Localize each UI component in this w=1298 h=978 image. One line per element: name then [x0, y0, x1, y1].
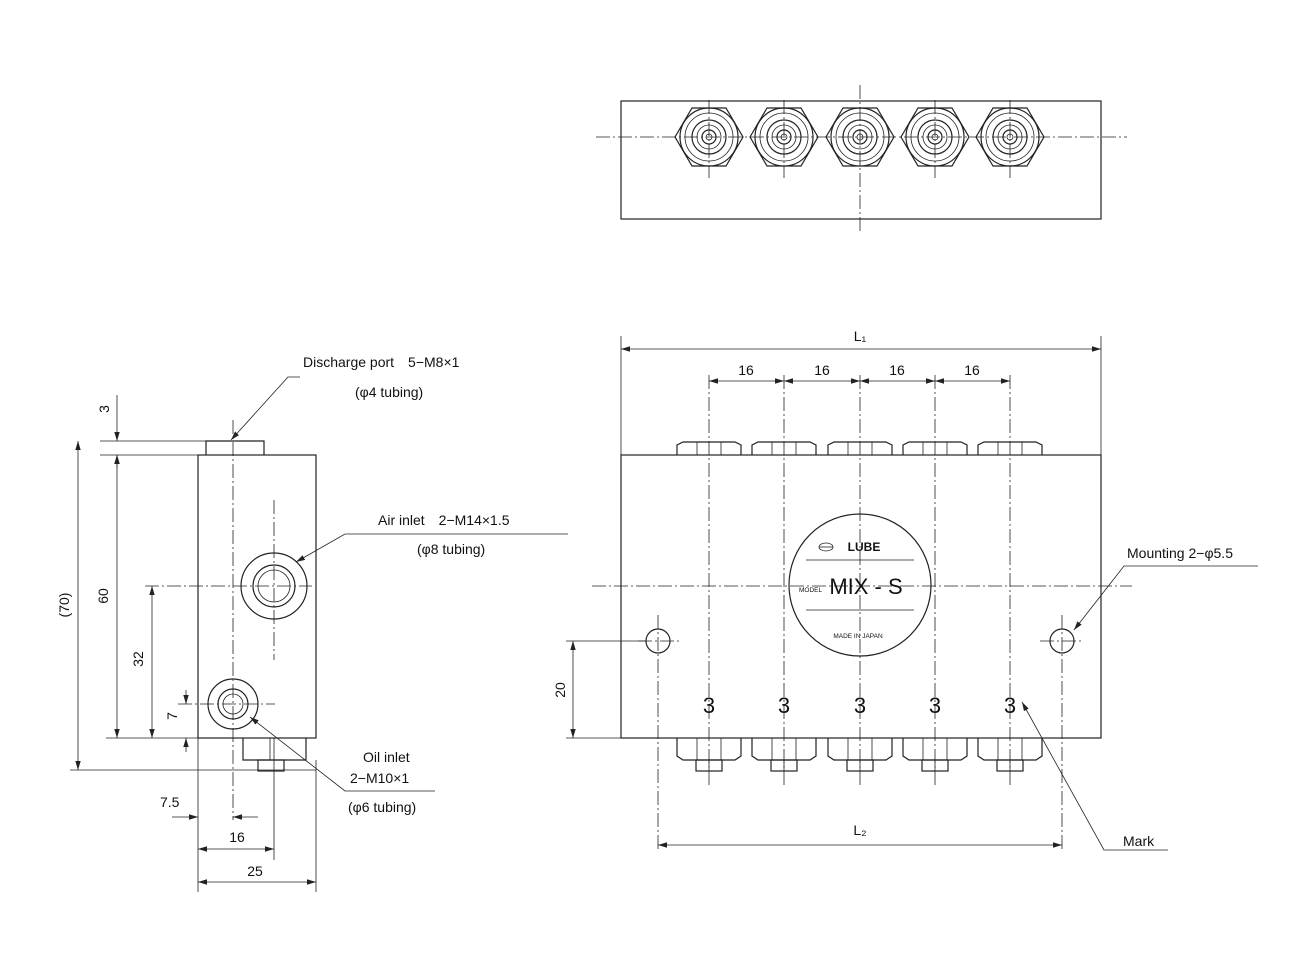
dim-front-L2: L₂ — [853, 822, 866, 838]
side-view — [70, 376, 568, 892]
nameplate-brand: LUBE — [848, 540, 881, 554]
dim-front-pitch-3: 16 — [889, 362, 905, 378]
dim-side-32: 32 — [130, 651, 146, 667]
air-inlet-port — [240, 552, 308, 620]
top-view-body — [620, 100, 1102, 220]
dim-side-70: (70) — [56, 593, 72, 618]
mark-label: Mark — [1123, 833, 1155, 849]
front-view-body — [620, 454, 1102, 739]
port-mark-4: 3 — [929, 693, 941, 718]
top-fitting-2 — [749, 100, 819, 178]
air-inlet-leader — [295, 533, 568, 563]
nameplate-model: MIX - S — [829, 574, 902, 599]
side-view-body — [197, 454, 317, 739]
nameplate-model-label: MODEL — [799, 587, 823, 594]
oil-inlet-thread-label: 2−M10×1 — [350, 770, 409, 786]
mounting-label: Mounting 2−φ5.5 — [1127, 545, 1233, 561]
top-fitting-5 — [975, 100, 1045, 178]
side-bottom-nut — [242, 738, 307, 761]
dim-front-L1: L₁ — [854, 328, 867, 344]
oil-inlet-leader — [249, 716, 435, 792]
dim-front-pitch-4: 16 — [964, 362, 980, 378]
nameplate-origin: MADE IN JAPAN — [833, 633, 883, 640]
side-top-cap — [205, 440, 265, 455]
top-fitting-1 — [674, 100, 744, 178]
discharge-port-leader — [230, 376, 300, 441]
discharge-port-label: Discharge port 5−M8×1 — [303, 354, 460, 370]
mounting-leader — [1073, 565, 1258, 631]
dim-front-pitch-2: 16 — [814, 362, 830, 378]
dim-side-60: 60 — [95, 588, 111, 604]
air-tubing-label: (φ8 tubing) — [417, 541, 485, 557]
top-fitting-4 — [900, 100, 970, 178]
port-mark-5: 3 — [1004, 693, 1016, 718]
port-mark-2: 3 — [778, 693, 790, 718]
air-inlet-label: Air inlet 2−M14×1.5 — [378, 512, 510, 528]
front-top-caps — [676, 441, 1043, 456]
oil-inlet-label: Oil inlet — [363, 749, 410, 765]
nameplate — [788, 513, 932, 657]
mark-leader — [1021, 701, 1168, 851]
front-view — [566, 336, 1258, 852]
oil-tubing-label: (φ6 tubing) — [348, 799, 416, 815]
dim-front-pitch-1: 16 — [738, 362, 754, 378]
port-mark-3: 3 — [854, 693, 866, 718]
dim-side-3: 3 — [96, 405, 112, 413]
mounting-hole-right — [1049, 628, 1075, 654]
dim-side-7-5: 7.5 — [160, 794, 180, 810]
port-mark-1: 3 — [703, 693, 715, 718]
discharge-tubing-label: (φ4 tubing) — [355, 384, 423, 400]
dim-front-20: 20 — [552, 682, 568, 698]
top-view — [596, 85, 1127, 232]
dim-side-16: 16 — [229, 829, 245, 845]
dim-side-25: 25 — [247, 863, 263, 879]
front-bottom-nuts — [676, 737, 1043, 772]
dim-side-7: 7 — [164, 712, 180, 720]
oil-inlet-port — [207, 678, 259, 730]
